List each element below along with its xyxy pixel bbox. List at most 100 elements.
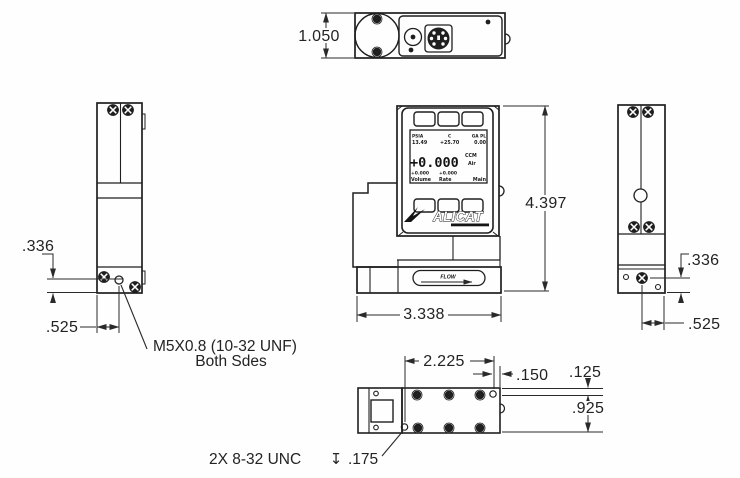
screw-icon <box>106 103 120 117</box>
screw-icon <box>121 103 135 117</box>
dim-front-width: 3.338 <box>403 306 445 323</box>
dim-front-height-group <box>503 105 567 292</box>
inlet-block <box>352 182 397 268</box>
unc-callout-leader <box>381 430 404 457</box>
dim-front-height: 4.397 <box>525 195 567 212</box>
mini-din-connector-icon <box>424 24 453 53</box>
dim-bottom-inset: .150 <box>516 367 548 384</box>
connector-panel <box>398 15 503 57</box>
panel-hole <box>408 47 414 53</box>
left-side-view <box>96 102 146 294</box>
dim-right-hole-span: .525 <box>688 316 720 333</box>
side-tab <box>141 270 146 285</box>
lcd-content: PSIA C GA PL 13.49 +25.70 0.00 +0.000 CC… <box>410 134 487 184</box>
button-bottom-2[interactable] <box>437 198 460 213</box>
dim-left-hole-offset-group <box>42 253 122 304</box>
screw-icon <box>371 13 383 25</box>
dim-top-height-group <box>294 12 354 59</box>
lcd-temp-value: +25.70 <box>440 140 460 146</box>
bottom-inlet-block <box>357 387 403 434</box>
button-top-3[interactable] <box>461 111 484 127</box>
dim-left-hole-span: .525 <box>46 319 78 336</box>
m5-callout-leader <box>120 284 148 350</box>
small-hole <box>373 424 379 431</box>
screw-icon <box>443 422 455 434</box>
screw-icon <box>128 280 142 294</box>
screw-icon <box>474 389 486 401</box>
unc-thread-callout: 2X 8-32 UNC <box>209 451 301 468</box>
lcd-softkey-rate: Rate <box>439 177 452 183</box>
threaded-hole <box>400 423 409 431</box>
top-view <box>354 12 511 59</box>
screw-icon <box>443 389 455 401</box>
screw-icon <box>642 220 656 234</box>
purge-port-bump <box>504 33 511 45</box>
dim-bottom-body: .925 <box>572 400 604 417</box>
display-bezel <box>401 107 494 234</box>
dim-left-hole-span-group <box>80 286 120 333</box>
front-body <box>396 105 500 237</box>
right-side-view <box>617 104 666 294</box>
threaded-hole <box>114 275 124 285</box>
screw-icon <box>97 270 111 284</box>
m5-thread-callout: M5X0.8 (10-32 UNF) <box>153 338 297 355</box>
screw-icon <box>411 389 423 401</box>
lcd-gas-label: GA PL <box>472 134 486 140</box>
dim-front-width-group <box>356 296 502 322</box>
panel-hole <box>485 19 491 25</box>
dim-bottom-span: 2.225 <box>423 353 465 370</box>
flow-label-slot <box>412 269 486 287</box>
lcd-softkey-main: Main <box>473 177 487 183</box>
dim-bottom-body-group <box>571 395 606 433</box>
button-bottom-1[interactable] <box>413 198 436 213</box>
dim-bottom-edge: .125 <box>569 364 601 381</box>
dim-bottom-span-group <box>404 353 495 422</box>
dim-right-hole-span-group <box>641 285 684 330</box>
screw-icon <box>627 220 641 234</box>
center-hole <box>633 188 648 203</box>
lcd-gas-value: 0.00 <box>474 140 486 146</box>
logo-text: ALICAT <box>432 209 484 224</box>
flow-direction-label: FLOW <box>440 275 456 281</box>
screw-icon <box>371 46 383 58</box>
button-top-2[interactable] <box>437 111 460 127</box>
side-tab <box>141 113 146 130</box>
flow-body-base <box>356 266 502 294</box>
lcd-volume-value: +0.000 <box>411 171 429 177</box>
dim-right-hole-offset: .336 <box>687 252 719 269</box>
lcd-main-units: CCM <box>465 153 477 159</box>
small-hole <box>373 390 379 397</box>
dim-left-hole-offset: .336 <box>22 238 54 255</box>
screw-icon <box>412 422 424 434</box>
m5-thread-callout-line2: Both Sdes <box>195 353 267 370</box>
lcd-screen <box>409 129 488 184</box>
unc-depth-value: .175 <box>348 451 378 468</box>
lcd-gas-name: Air <box>468 161 476 167</box>
screw-icon <box>474 422 486 434</box>
lcd-temp-label: C <box>448 134 451 140</box>
purge-port-bump <box>499 403 506 414</box>
mini-din-pins <box>429 31 448 46</box>
purge-port-bump <box>498 185 505 197</box>
dim-top-height: 1.050 <box>298 28 340 45</box>
button-top-1[interactable] <box>413 111 436 127</box>
lcd-main-flow-value: +0.000 <box>410 155 459 171</box>
lcd-press-label: PSIA <box>412 134 424 140</box>
lcd-softkey-volume: Volume <box>411 177 432 183</box>
logo-underline <box>451 223 489 227</box>
inlet-port-square <box>370 399 394 423</box>
logo-swoosh-icon <box>404 207 425 222</box>
power-jack-pin <box>410 34 416 40</box>
depth-symbol-icon: ↧ <box>330 450 343 468</box>
screw-icon <box>641 105 655 119</box>
dim-bottom-inset-group <box>473 366 513 387</box>
small-hole <box>622 273 630 281</box>
threaded-hole <box>489 390 497 398</box>
screw-icon <box>626 105 640 119</box>
dim-right-hole-offset-group <box>650 253 690 304</box>
power-jack-icon <box>403 27 423 47</box>
front-view <box>352 105 505 294</box>
button-bottom-3[interactable] <box>461 198 484 213</box>
